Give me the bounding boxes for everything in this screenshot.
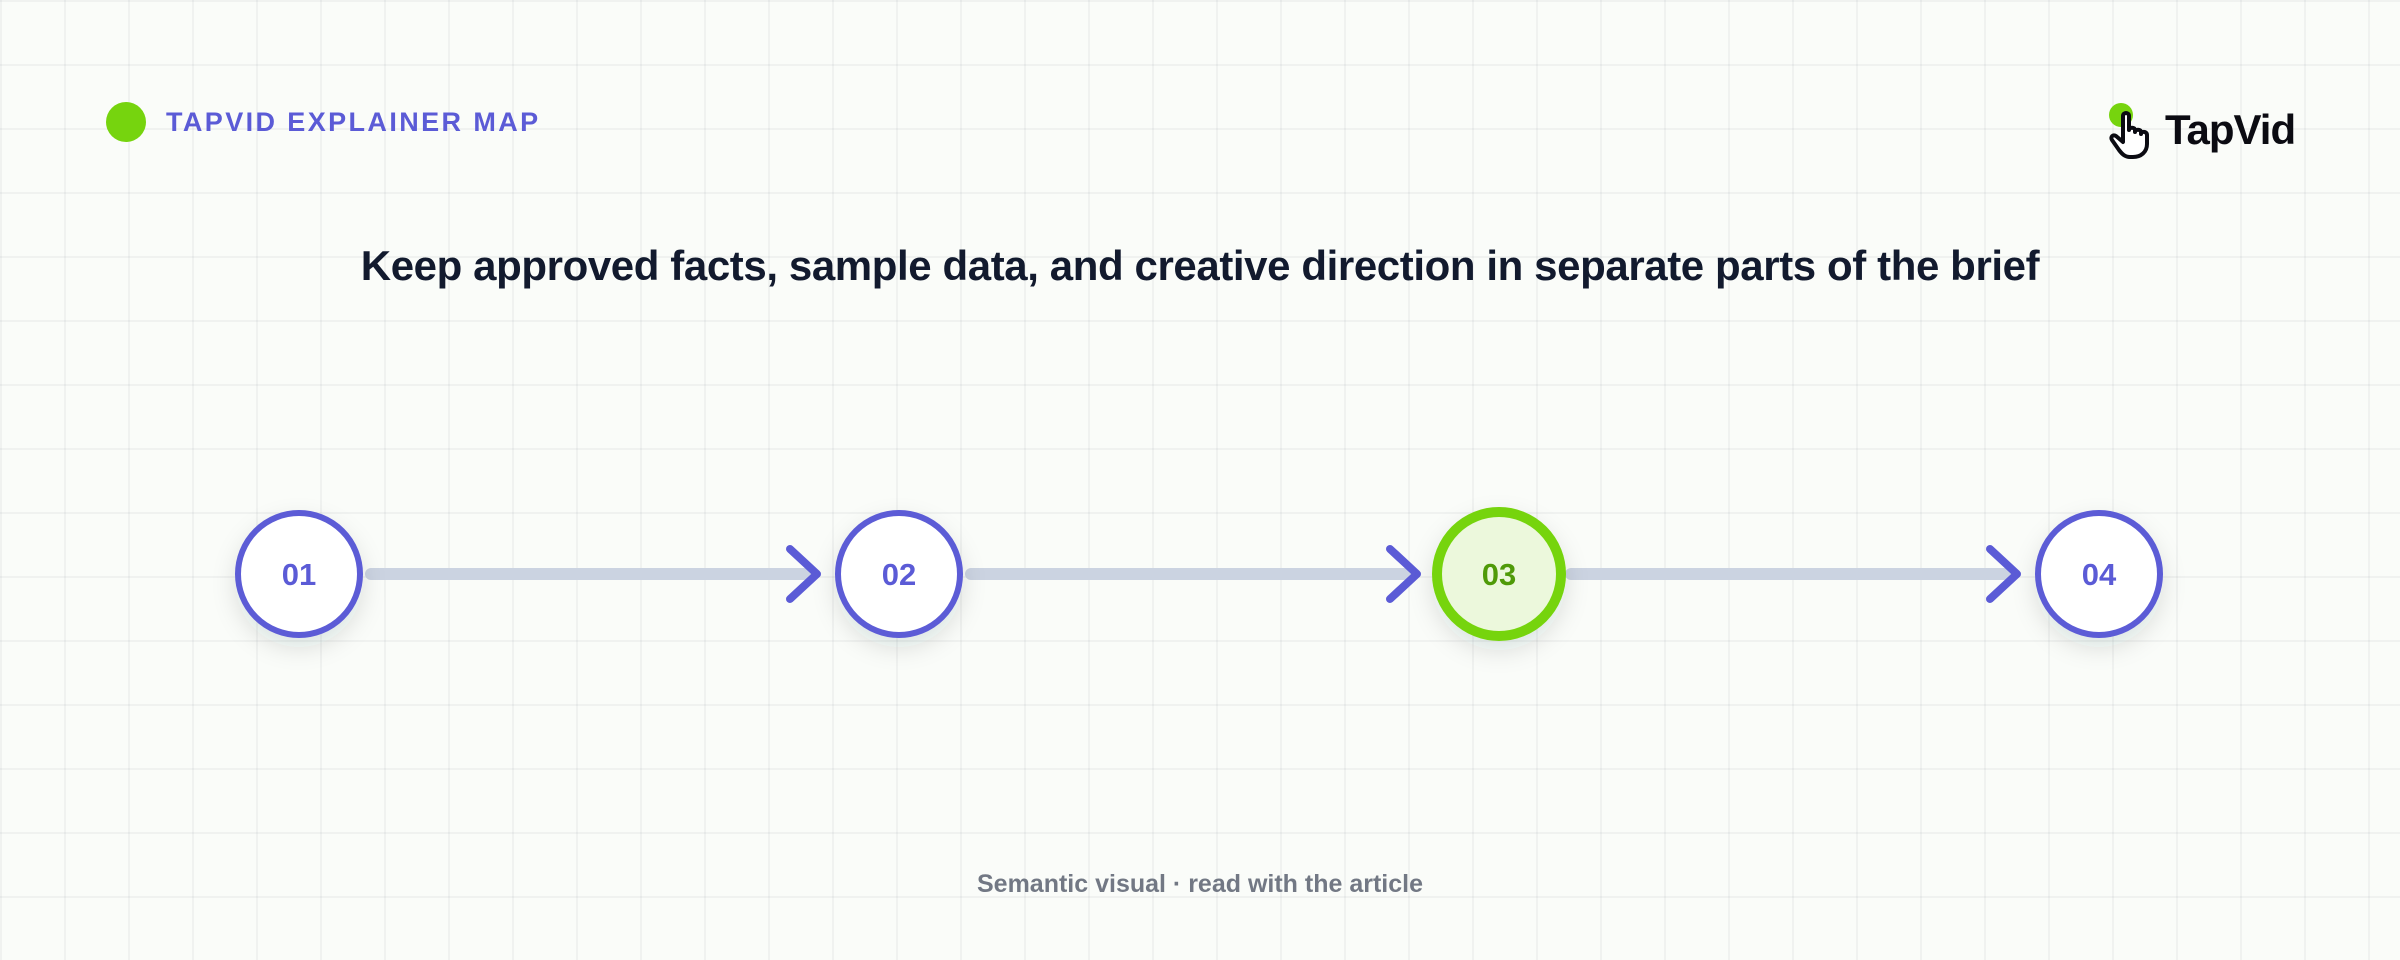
step-node: 01 [235, 510, 363, 638]
step-label: 02 [882, 557, 916, 592]
step-node: 02 [835, 510, 963, 638]
step-label: 03 [1482, 557, 1516, 592]
step-node: 04 [2035, 510, 2163, 638]
step-circle-active [1432, 507, 1566, 641]
step-circle [235, 510, 363, 638]
step-circle [2035, 510, 2163, 638]
kicker: TAPVID EXPLAINER MAP [106, 102, 541, 142]
step-label: 01 [282, 557, 316, 592]
step-node: 03 [1432, 507, 1566, 641]
footer-caption: Semantic visual · read with the article [977, 870, 1423, 898]
logo-wordmark: TapVid [2165, 106, 2296, 153]
step-label: 04 [2082, 557, 2117, 592]
arrow-head-icon [1986, 545, 2021, 603]
pointer-hand-icon [2109, 103, 2149, 159]
arrow-head-icon [786, 545, 821, 603]
step-circle [835, 510, 963, 638]
tapvid-logo: TapVid [2105, 100, 2296, 160]
kicker-dot-icon [106, 102, 146, 142]
arrow-head-icon [1386, 545, 1421, 603]
kicker-label: TAPVID EXPLAINER MAP [166, 106, 541, 137]
headline: Keep approved facts, sample data, and cr… [360, 242, 2040, 289]
